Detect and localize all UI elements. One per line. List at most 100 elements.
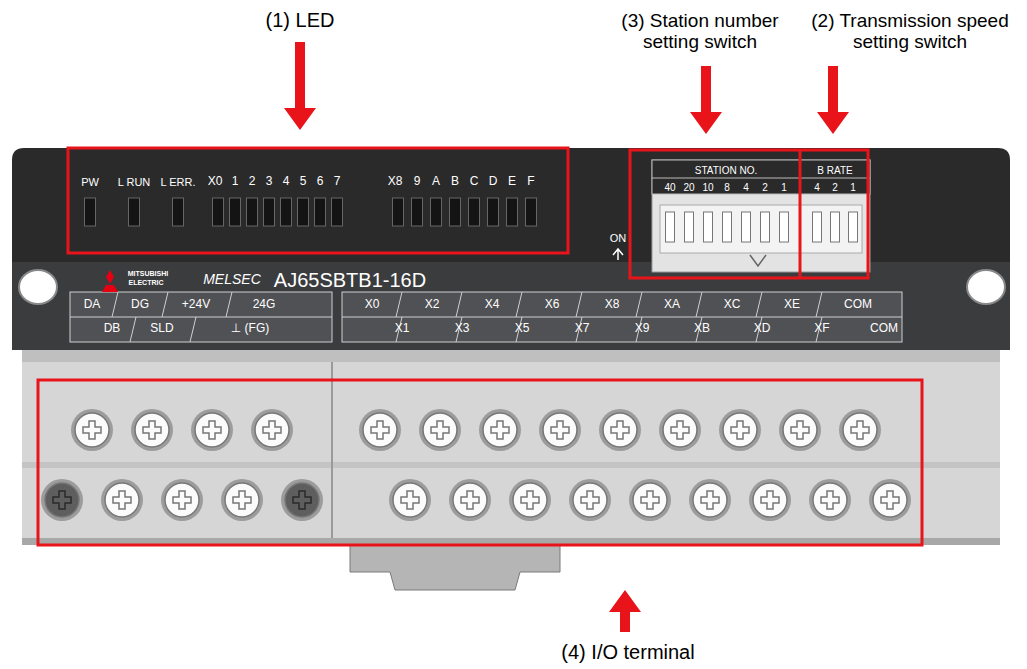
- plate-line: [190, 317, 196, 342]
- screw-slot: [671, 421, 689, 439]
- terminal-screw: [629, 479, 671, 521]
- screw-slot: [521, 491, 539, 509]
- plate-line: [696, 292, 702, 317]
- screw-slot: [83, 421, 101, 439]
- callout-divider: [799, 150, 802, 278]
- screw-head: [843, 413, 877, 447]
- led-label: 9: [414, 175, 421, 188]
- terminal-screw: [131, 409, 173, 451]
- dip-toggle: [685, 212, 694, 242]
- terminal-screw: [41, 479, 83, 521]
- on-arrow: [613, 249, 623, 260]
- dip-toggle: [780, 212, 789, 242]
- terminal-name: XE: [784, 298, 800, 311]
- callout-arrow: [690, 66, 722, 134]
- terminal-screw: [101, 479, 143, 521]
- terminal-screw: [479, 409, 521, 451]
- plate-line: [396, 292, 402, 317]
- terminal-name: DA: [84, 298, 101, 311]
- callout-label: (3) Station number setting switch: [605, 11, 795, 53]
- screw-slot: [491, 421, 509, 439]
- screw-head: [573, 483, 607, 517]
- screw-head: [693, 483, 727, 517]
- plate-line: [162, 292, 168, 317]
- plate-line: [226, 292, 232, 317]
- screw-slot: [233, 491, 251, 509]
- switch-legend: 40: [664, 182, 675, 193]
- led-indicator: [332, 198, 343, 226]
- led-label: L ERR.: [160, 176, 195, 188]
- screw-slot: [263, 421, 281, 439]
- brand-name: MITSUBISHI: [128, 270, 168, 278]
- screw-ring: [869, 479, 911, 521]
- dip-toggle: [831, 212, 840, 242]
- screw-ring: [191, 409, 233, 451]
- led-indicator: [469, 198, 480, 226]
- screw-ring: [221, 479, 263, 521]
- dip-toggle: [761, 212, 770, 242]
- screw-head: [363, 413, 397, 447]
- screw-head: [723, 413, 757, 447]
- screw-head: [165, 483, 199, 517]
- dip-toggle: [666, 212, 675, 242]
- terminal-step: [22, 462, 1000, 468]
- screw-slot: [293, 491, 311, 509]
- screw-head: [483, 413, 517, 447]
- led-indicator: [393, 198, 404, 226]
- led-label: X0: [208, 175, 223, 188]
- terminal-screw: [221, 479, 263, 521]
- screw-slot: [461, 491, 479, 509]
- screw-ring: [389, 479, 431, 521]
- plate-line: [112, 292, 118, 317]
- screw-ring: [509, 479, 551, 521]
- plate-line: [70, 317, 332, 318]
- switch-legend: 10: [702, 182, 713, 193]
- screw-head: [255, 413, 289, 447]
- screw-head: [195, 413, 229, 447]
- terminal-name: COM: [844, 298, 872, 311]
- led-label: 1: [232, 175, 239, 188]
- terminal-plate: [342, 292, 902, 342]
- mounting-hole: [967, 270, 1005, 304]
- terminal-name: X9: [635, 322, 650, 335]
- terminal-screw: [569, 479, 611, 521]
- screw-ring: [839, 409, 881, 451]
- switch-legend: 4: [814, 182, 820, 193]
- dip-toggle: [849, 212, 858, 242]
- screw-ring: [41, 479, 83, 521]
- terminal-plate: [70, 292, 332, 342]
- led-label: 6: [317, 175, 324, 188]
- led-label: 7: [334, 175, 341, 188]
- switch-legend: 2: [762, 182, 768, 193]
- plate-line: [576, 292, 582, 317]
- terminal-screw: [839, 409, 881, 451]
- series-name: MELSEC: [203, 272, 261, 287]
- model-name: AJ65SBTB1-16D: [274, 269, 426, 291]
- switch-legend: 1: [850, 182, 856, 193]
- led-indicator: [507, 198, 518, 226]
- housing-band: [12, 262, 1010, 350]
- brand-name: ELECTRIC: [129, 279, 164, 287]
- terminal-name: X3: [455, 322, 470, 335]
- led-label: E: [508, 175, 516, 188]
- terminal-name: +24V: [182, 298, 210, 311]
- led-indicator: [281, 198, 292, 226]
- plate-line: [130, 317, 136, 342]
- plate-line: [342, 317, 902, 318]
- led-indicator: [412, 198, 423, 226]
- callout-box: [38, 380, 922, 545]
- led-indicator: [264, 198, 275, 226]
- plate-line: [652, 178, 870, 179]
- terminal-screw: [539, 409, 581, 451]
- screw-head: [783, 413, 817, 447]
- block-divider: [331, 362, 333, 545]
- switch-panel: [652, 160, 870, 272]
- screw-ring: [449, 479, 491, 521]
- dip-toggle: [813, 212, 822, 242]
- terminal-name: XC: [724, 298, 741, 311]
- plate-line: [636, 292, 642, 317]
- terminal-screw: [71, 409, 113, 451]
- led-label: 2: [249, 175, 256, 188]
- screw-ring: [419, 409, 461, 451]
- led-label: D: [489, 175, 498, 188]
